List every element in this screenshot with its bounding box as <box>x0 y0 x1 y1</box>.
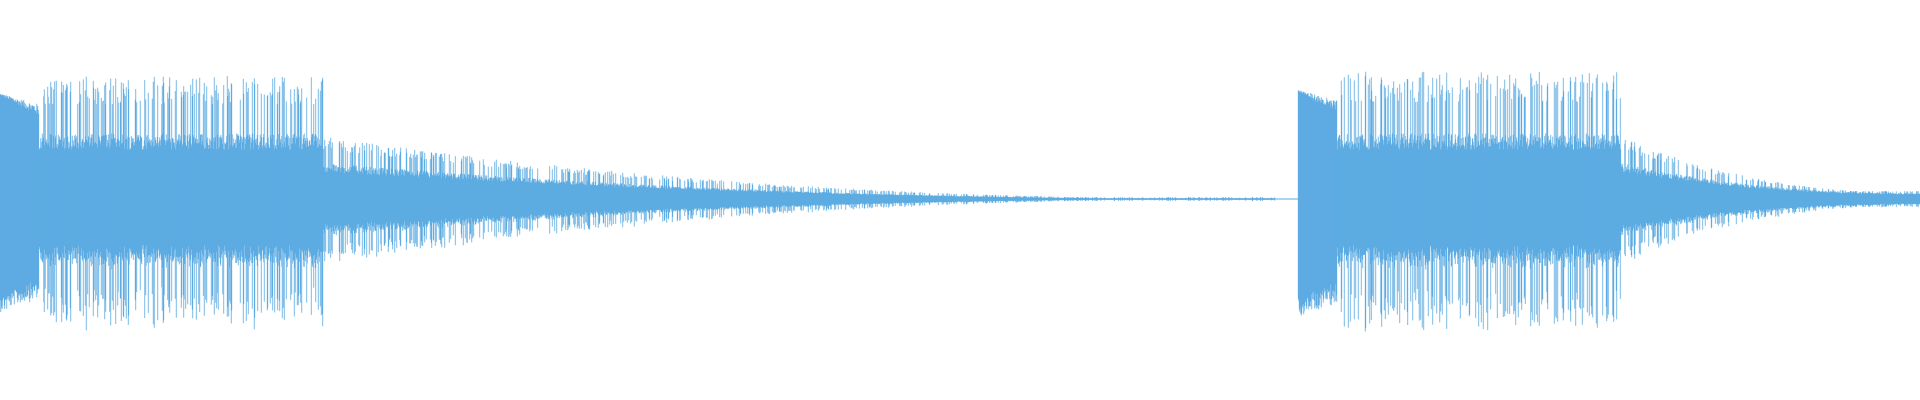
waveform-bars <box>0 71 1920 332</box>
